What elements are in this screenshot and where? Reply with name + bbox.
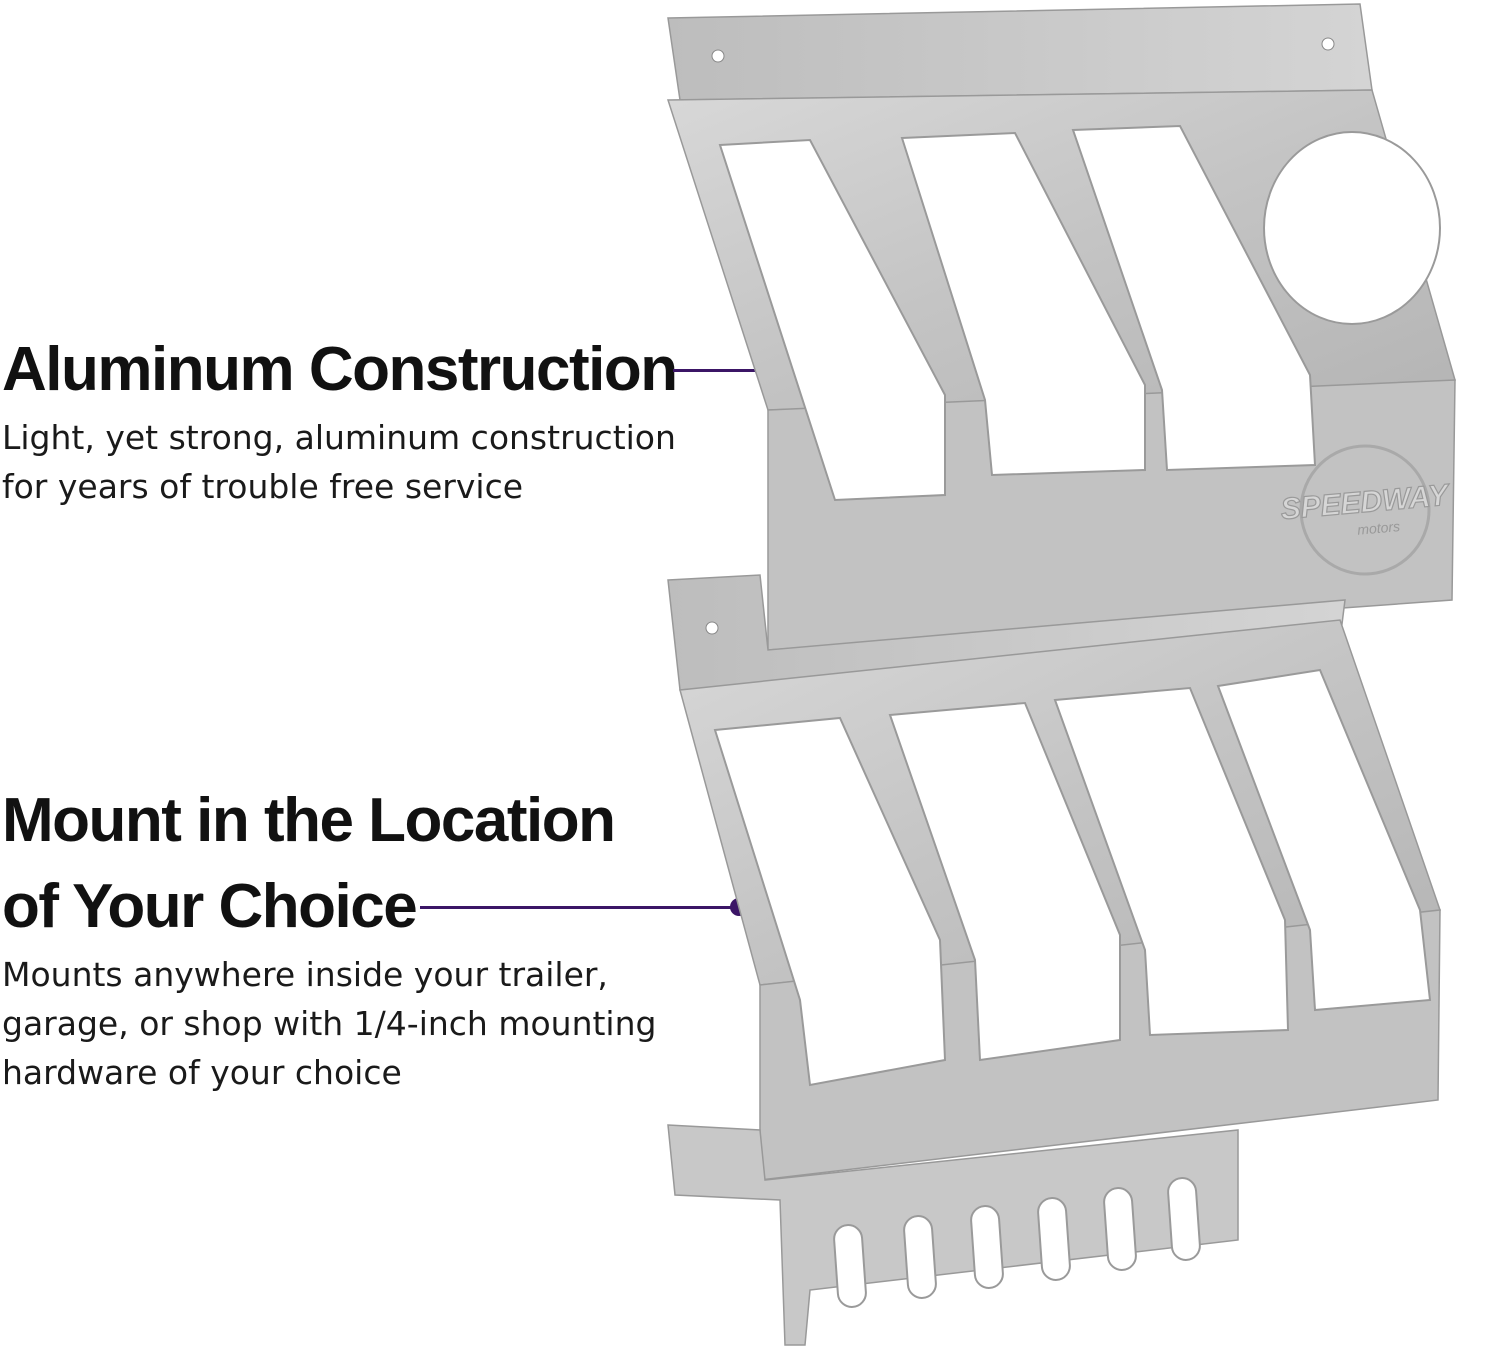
callout-line-2 (420, 906, 738, 909)
feature-title-line2: of Your Choice (2, 872, 418, 941)
feature-title: Aluminum Construction (2, 335, 678, 404)
mounting-hole (711, 49, 725, 63)
mounting-hole (1321, 37, 1335, 51)
feature-aluminum-construction: Aluminum Construction Light, yet strong,… (2, 327, 722, 511)
mounting-hole (705, 621, 719, 635)
svg-text:motors: motors (1357, 518, 1401, 538)
upper-shelf: SPEEDWAY motors (666, 3, 1456, 651)
feature-description: Light, yet strong, aluminum construction… (2, 418, 676, 506)
callout-line-1 (673, 369, 763, 372)
feature-title-line1: Mount in the Location (2, 786, 616, 855)
lower-shelf (667, 574, 1442, 1346)
feature-mount-location: Mount in the Location of Your Choice Mou… (2, 778, 722, 1097)
feature-description: Mounts anywhere inside your trailer, gar… (2, 955, 657, 1092)
tool-rack-illustration: SPEEDWAY motors (666, 3, 1456, 1346)
round-tool-hole (1263, 131, 1441, 325)
